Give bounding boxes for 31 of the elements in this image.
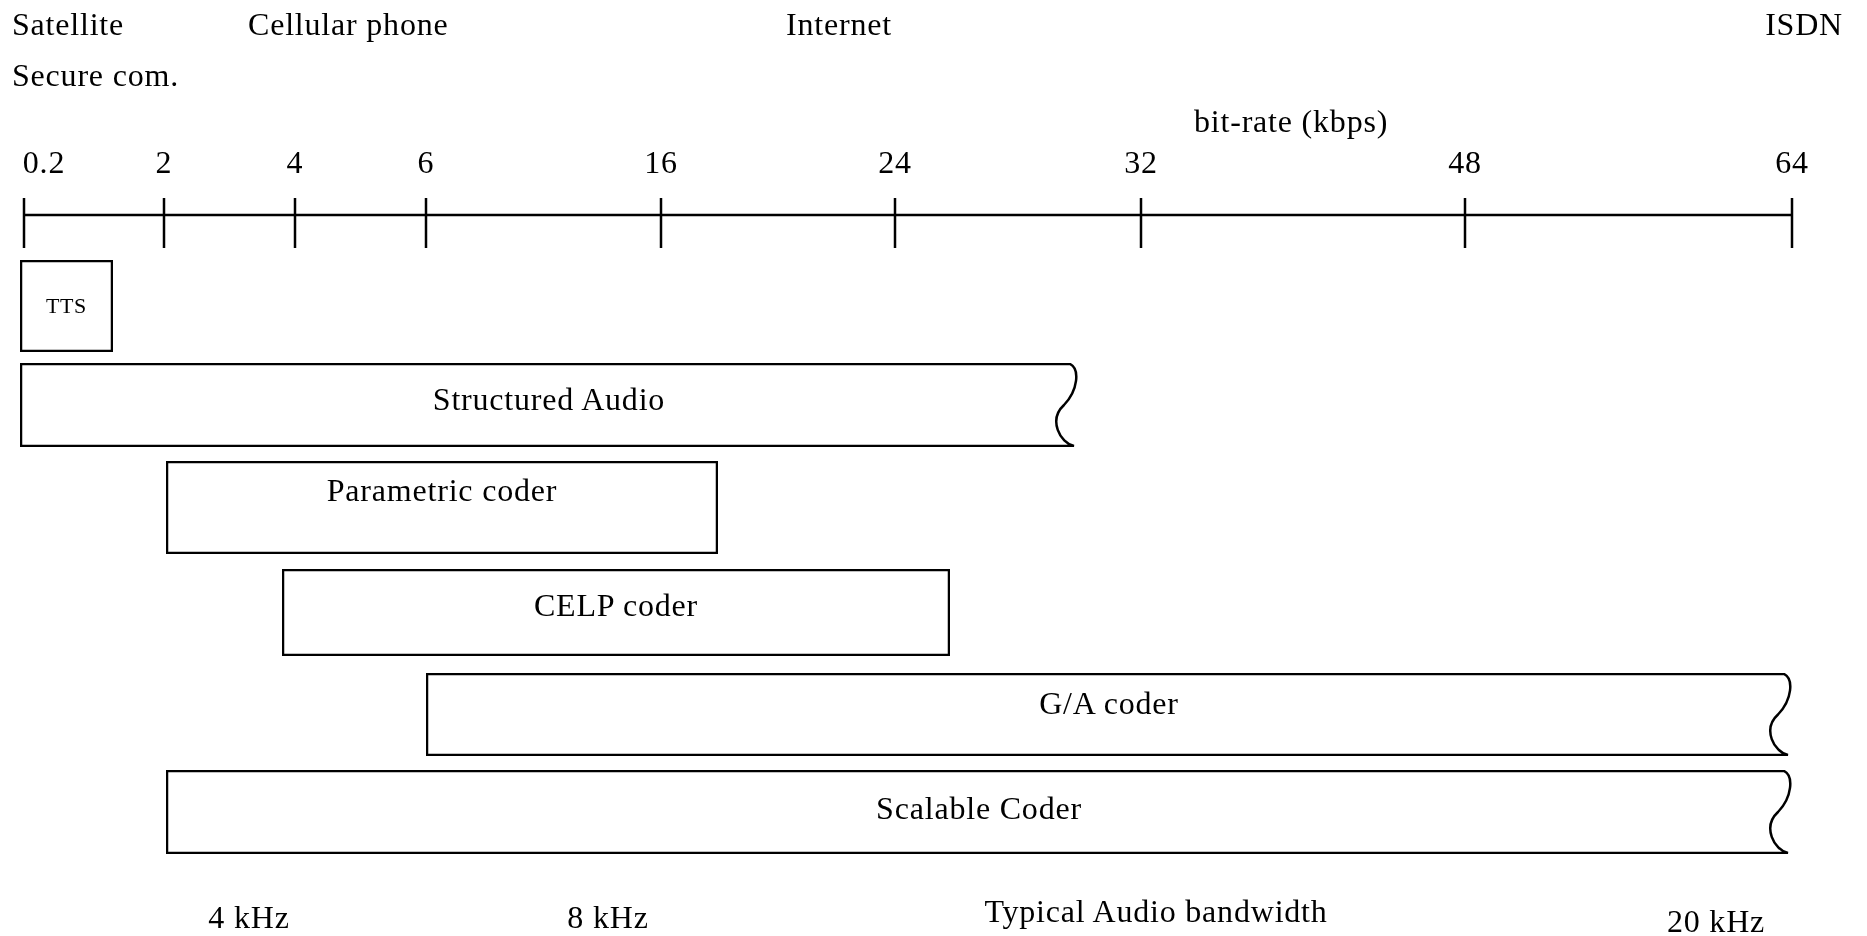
wavy-end-bar — [426, 673, 1792, 756]
text-label: Internet — [786, 8, 892, 40]
box-label: Scalable Coder — [876, 792, 1082, 824]
text-label: Cellular phone — [248, 8, 449, 40]
text-label: 2 — [155, 146, 173, 178]
text-label: 4 — [286, 146, 304, 178]
text-label: 8 kHz — [567, 901, 649, 933]
text-label: Satellite — [12, 8, 125, 40]
text-label: Secure com. — [12, 59, 179, 91]
box-label: G/A coder — [1039, 686, 1179, 719]
box-label: TTS — [46, 295, 87, 317]
box-label: Parametric coder — [326, 473, 558, 506]
text-label: 0.2 — [22, 146, 66, 178]
text-label: 20 kHz — [1666, 905, 1766, 936]
text-label: 4 kHz — [208, 901, 290, 933]
text-label: 64 — [1775, 146, 1809, 178]
text-label: 16 — [644, 146, 678, 178]
box-label: CELP coder — [533, 588, 699, 621]
text-label: 48 — [1448, 146, 1482, 178]
box-label: Structured Audio — [432, 383, 666, 415]
text-label: 6 — [417, 146, 435, 178]
text-label: Typical Audio bandwidth — [984, 895, 1328, 927]
range-box — [282, 569, 950, 656]
text-label: bit-rate (kbps) — [1194, 105, 1389, 137]
text-label: ISDN — [1765, 8, 1843, 40]
wavy-end-bar — [20, 363, 1078, 447]
range-box — [20, 260, 113, 352]
text-label: 24 — [878, 146, 912, 178]
range-box — [166, 461, 718, 554]
wavy-end-bar — [166, 770, 1792, 854]
text-label: 32 — [1124, 146, 1158, 178]
